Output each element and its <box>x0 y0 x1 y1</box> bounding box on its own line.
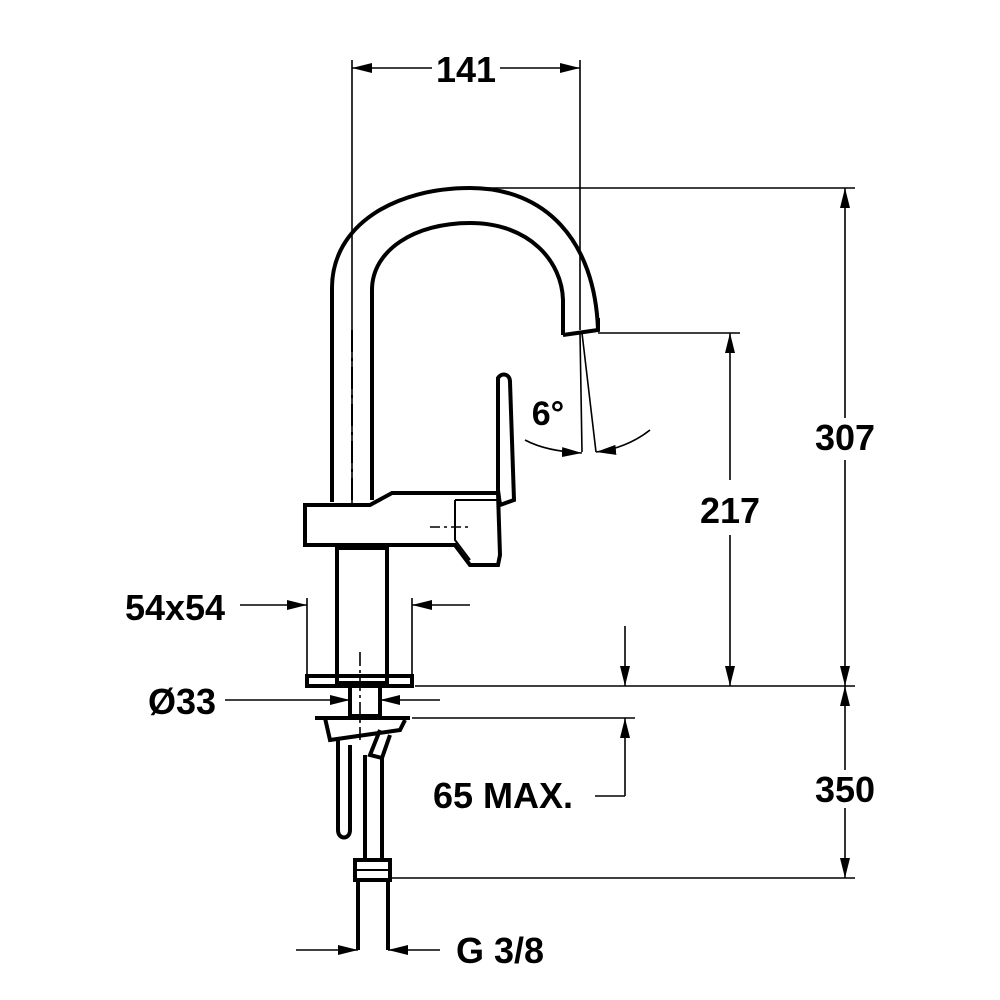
swivel-angle-label: 6° <box>532 395 565 433</box>
hose-length-label: 350 <box>815 769 875 810</box>
dim-base-size: 54x54 <box>125 587 470 676</box>
max-counter-thickness-label: 65 MAX. <box>433 775 573 816</box>
faucet-outline <box>303 185 600 950</box>
total-height-label: 307 <box>815 417 875 458</box>
spout-tip <box>562 318 600 337</box>
supply-hose-right <box>363 755 384 860</box>
spout-inner-curve <box>370 220 565 500</box>
supply-hose-left <box>336 740 352 840</box>
body-block <box>303 491 503 567</box>
spout-reach-label: 141 <box>436 49 496 90</box>
shank-diameter-label: Ø33 <box>148 681 216 722</box>
dim-swivel-angle: 6° <box>524 332 651 458</box>
hose-tail <box>356 880 390 950</box>
dim-total-height: 307 <box>415 187 875 687</box>
cartridge-cap <box>454 500 471 561</box>
shank-top <box>348 684 382 718</box>
dim-spout-reach: 141 <box>351 49 581 505</box>
column <box>335 546 389 685</box>
spout-height-label: 217 <box>700 490 760 531</box>
dim-max-counter-thickness: 65 MAX. <box>412 626 635 816</box>
dim-connection-thread: G 3/8 <box>296 930 544 971</box>
dim-hose-length: 350 <box>390 686 875 879</box>
dim-spout-height: 217 <box>598 332 760 686</box>
lever-handle <box>496 372 517 508</box>
mounting-bracket <box>315 716 410 761</box>
connection-thread-label: G 3/8 <box>456 930 544 971</box>
base-size-label: 54x54 <box>125 587 225 628</box>
dim-shank-diameter: Ø33 <box>148 681 440 722</box>
